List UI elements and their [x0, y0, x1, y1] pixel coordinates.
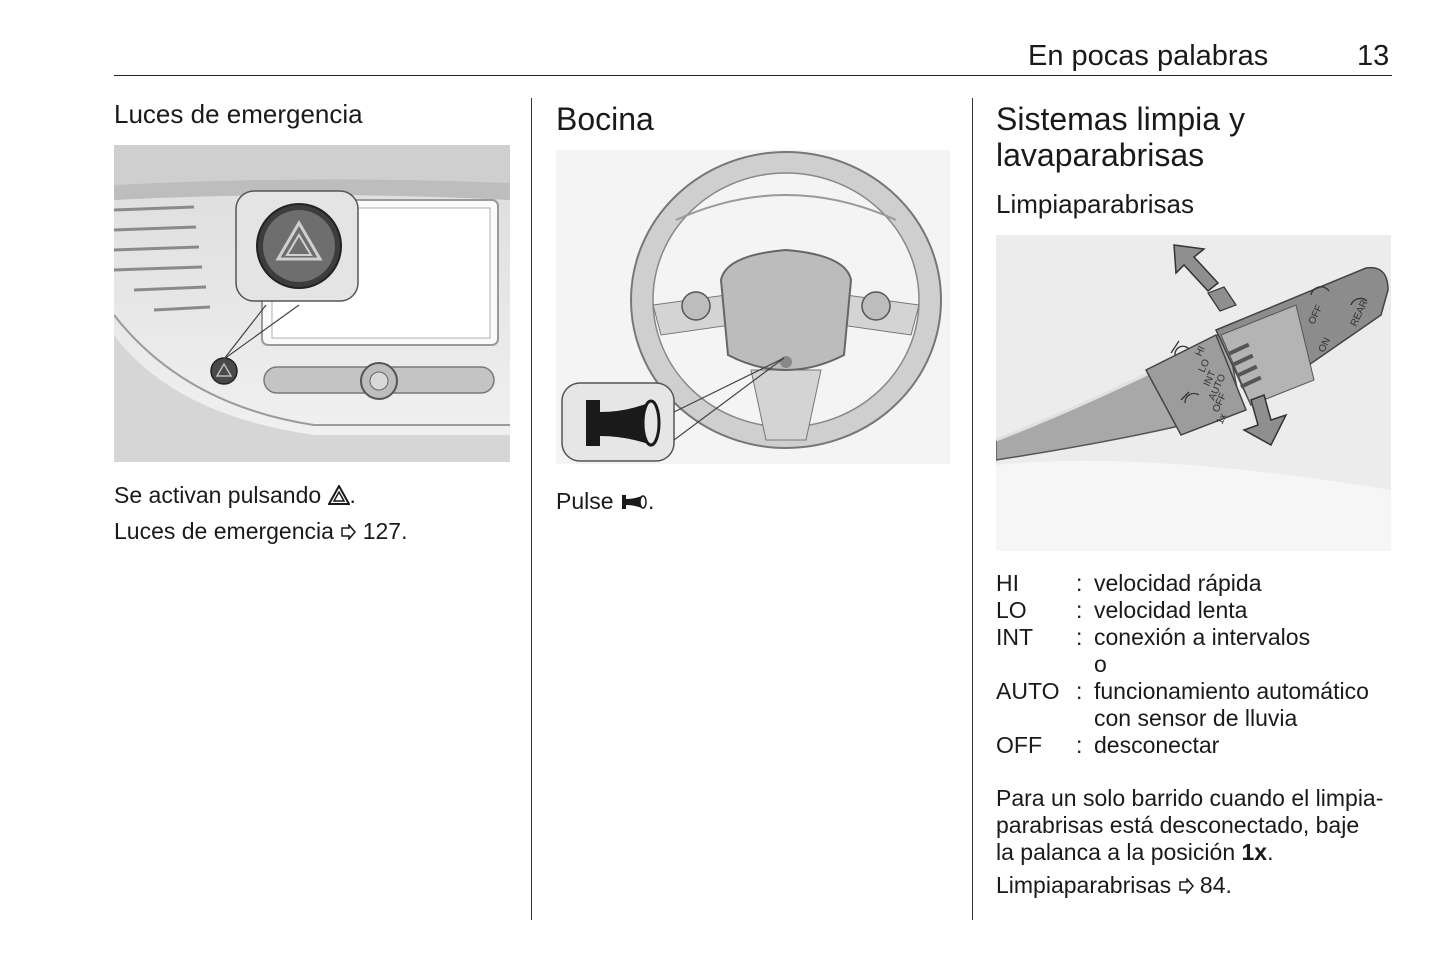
horn-figure — [556, 150, 950, 464]
horn-instruction-text: Pulse . — [556, 483, 654, 519]
hazard-lights-heading: Luces de emergencia — [114, 99, 363, 129]
wiper-systems-heading-line2: lavaparabrisas — [996, 137, 1205, 173]
windscreen-wiper-subheading: Limpiaparabrisas — [996, 189, 1194, 219]
hazard-reference-label: Luces de emergencia — [114, 518, 334, 544]
lever-label-lo: LO — [1197, 357, 1213, 374]
definition-description: velocidad lenta — [1094, 597, 1248, 623]
hazard-lights-figure — [114, 145, 510, 462]
wiper-lever-figure: HI LO INT AUTO OFF 1x OFF ON REAR — [996, 235, 1391, 551]
definition-description: con sensor de lluvia — [1094, 705, 1298, 731]
definition-description: o — [1094, 651, 1107, 677]
page-reference-arrow-icon — [1178, 878, 1194, 894]
wiper-systems-heading: Sistemas limpia y lavaparabrisas — [996, 101, 1245, 173]
definition-description: desconectar — [1094, 732, 1220, 758]
definition-colon: : — [1076, 732, 1083, 758]
column-divider-2 — [972, 98, 973, 920]
hazard-activation-period: . — [349, 482, 356, 508]
lever-up-arrow-icon — [1173, 244, 1237, 312]
definition-term: LO — [996, 597, 1027, 623]
lever-label-hi: HI — [1194, 345, 1208, 359]
definition-description: velocidad rápida — [1094, 570, 1262, 596]
hazard-reference-page: 127. — [362, 518, 408, 544]
single-wipe-line1: Para un solo barrido cuando el limpia- — [996, 785, 1384, 811]
hazard-reference-link[interactable]: Luces de emergencia 127. — [114, 513, 407, 549]
page-reference-arrow-icon — [341, 524, 357, 540]
header-rule — [114, 75, 1392, 76]
single-wipe-line3-text: la palanca a la posición — [996, 839, 1236, 865]
page-number: 13 — [1357, 40, 1390, 72]
horn-heading: Bocina — [556, 101, 654, 137]
lever-down-arrow-icon — [1242, 394, 1288, 447]
single-wipe-line2: parabrisas está desconectado, baje — [996, 812, 1360, 838]
single-wipe-line3-period: . — [1267, 839, 1274, 865]
definition-colon: : — [1076, 624, 1083, 650]
definition-colon: : — [1076, 597, 1083, 623]
running-header-title: En pocas palabras — [1028, 40, 1269, 72]
definition-term: INT — [996, 624, 1034, 650]
definition-colon: : — [1076, 678, 1083, 704]
wiper-reference-link[interactable]: Limpiaparabrisas 84. — [996, 870, 1232, 900]
hazard-activation-text: Se activan pulsando . — [114, 477, 356, 513]
single-wipe-position-1x: 1x — [1241, 839, 1268, 865]
horn-instruction-period: . — [647, 488, 655, 514]
definition-colon: : — [1076, 570, 1083, 596]
horn-instruction-label: Pulse — [556, 488, 614, 514]
definition-description: conexión a intervalos — [1094, 624, 1311, 650]
definition-term: HI — [996, 570, 1019, 596]
definition-term: AUTO — [996, 678, 1060, 704]
single-wipe-paragraph: Para un solo barrido cuando el limpia- p… — [996, 785, 1396, 866]
wiper-systems-heading-line1: Sistemas limpia y — [996, 101, 1245, 137]
column-divider-1 — [531, 98, 532, 920]
lever-label-1x: 1x — [1215, 412, 1229, 426]
hazard-activation-label: Se activan pulsando — [114, 482, 322, 508]
hazard-triangle-icon — [326, 483, 351, 505]
wiper-reference-label: Limpiaparabrisas — [996, 872, 1172, 898]
definition-description: funcionamiento automático — [1094, 678, 1369, 704]
single-wipe-line3: la palanca a la posición 1x. — [996, 839, 1396, 866]
wiper-reference-page: 84. — [1199, 872, 1232, 898]
horn-icon — [621, 495, 647, 509]
definition-term: OFF — [996, 732, 1042, 758]
